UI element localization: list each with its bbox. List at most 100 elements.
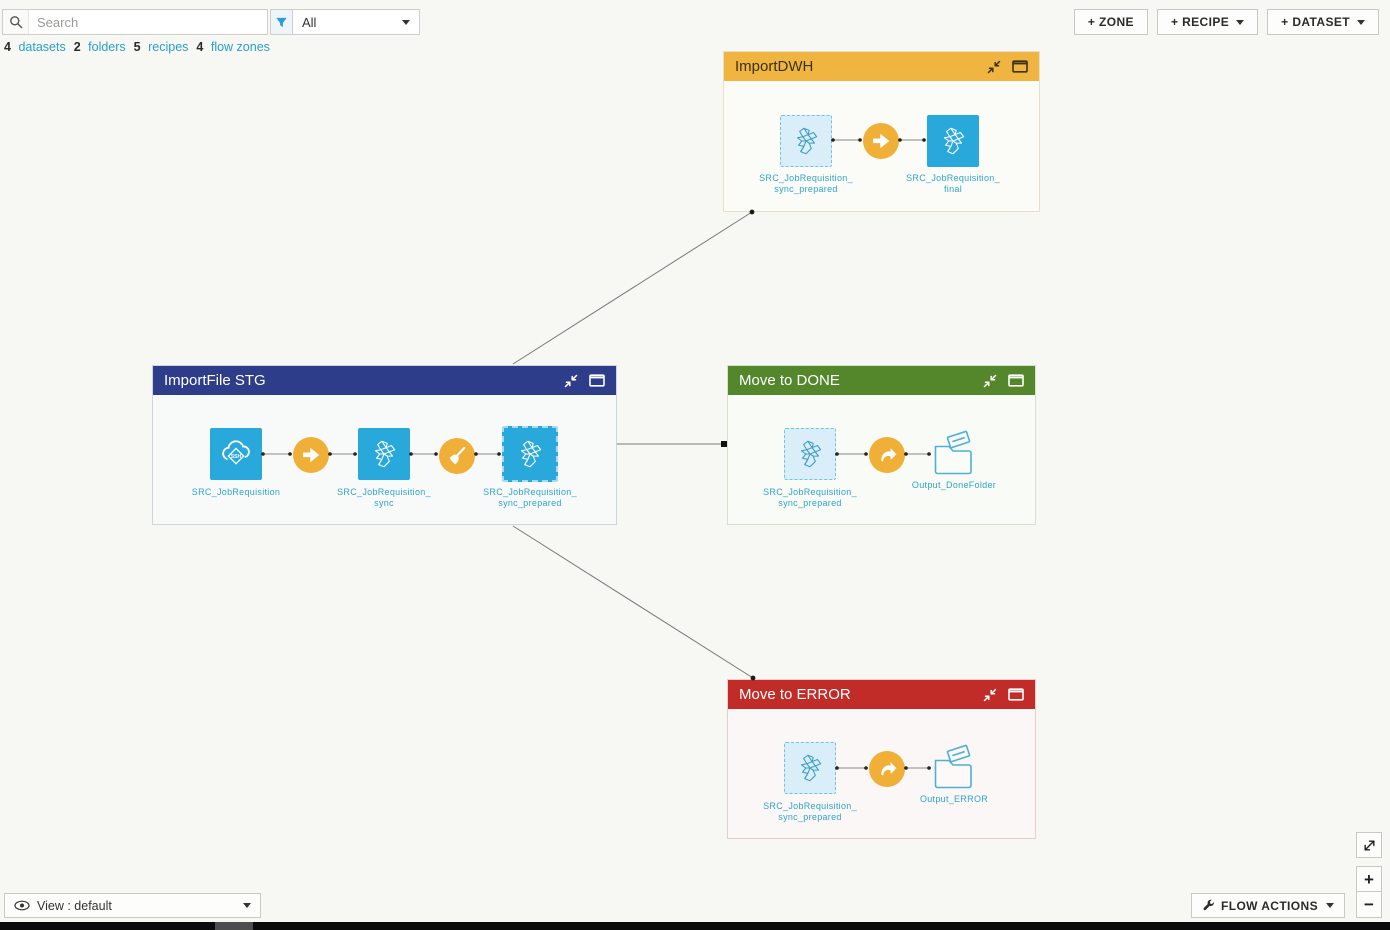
flow-zone-importfile-stg[interactable]: ImportFile STG SSH SRC_JobRequisiti	[152, 365, 617, 525]
zone-window-icon[interactable]	[1008, 688, 1024, 701]
search-input[interactable]	[29, 10, 267, 34]
flow-actions-label: FLOW ACTIONS	[1220, 898, 1318, 913]
flow-zone-move-to-error[interactable]: Move to ERROR SRC_JobRequisition_sync_pr…	[727, 679, 1036, 839]
dataiku-bird-icon	[800, 440, 822, 468]
filter-funnel-icon[interactable]	[270, 9, 292, 35]
add-recipe-label: + RECIPE	[1170, 15, 1230, 29]
flow-zone-move-to-done[interactable]: Move to DONE SRC_JobRequisition_sync_pre…	[727, 365, 1036, 525]
caret-down-icon	[243, 903, 251, 908]
zoom-out-button[interactable]: −	[1356, 892, 1382, 918]
dataset-node-shared[interactable]	[780, 115, 832, 167]
dataset-label: SRC_JobRequisition	[191, 487, 281, 497]
filter-value: All	[302, 14, 317, 30]
move-recipe-node[interactable]	[869, 751, 905, 787]
zone-header-import-dwh[interactable]: ImportDWH	[724, 52, 1039, 81]
dataiku-bird-icon	[374, 440, 396, 468]
zone-title: Move to DONE	[739, 372, 840, 389]
fit-to-screen-button[interactable]	[1356, 832, 1382, 858]
managed-folder-icon	[934, 744, 972, 789]
zone-window-icon[interactable]	[1012, 60, 1028, 73]
zone-title: ImportFile STG	[164, 372, 266, 389]
folder-node[interactable]	[932, 744, 974, 795]
zoom-in-label: +	[1364, 869, 1374, 889]
flow-search[interactable]	[2, 9, 268, 35]
folder-label: Output_DoneFolder	[911, 480, 997, 490]
flow-zones-count: 4	[196, 40, 204, 54]
dataiku-bird-icon	[800, 754, 822, 782]
bottom-edge-bar	[0, 922, 1390, 930]
view-selector[interactable]: View : default	[4, 893, 261, 918]
ssh-cloud-icon: SSH	[222, 440, 250, 465]
wrench-icon	[1203, 899, 1214, 911]
zone-title: Move to ERROR	[739, 686, 851, 703]
add-recipe-button[interactable]: + RECIPE	[1156, 9, 1259, 35]
datasets-link[interactable]: datasets	[18, 40, 66, 54]
sync-recipe-node[interactable]	[293, 437, 329, 473]
caret-down-icon	[1357, 19, 1365, 25]
dataset-node-shared[interactable]	[784, 428, 836, 480]
sync-recipe-node[interactable]	[863, 123, 899, 159]
add-dataset-button[interactable]: + DATASET	[1267, 9, 1379, 35]
dataset-label: SRC_JobRequisition_sync_prepared	[759, 173, 853, 194]
dataset-node[interactable]	[358, 428, 410, 480]
sync-arrow-icon	[873, 133, 890, 149]
zone-window-icon[interactable]	[1008, 374, 1024, 387]
view-selector-label: View : default	[37, 898, 112, 913]
dataset-label: SRC_JobRequisition_sync_prepared	[483, 487, 577, 508]
broom-icon	[449, 446, 466, 465]
dataset-label: SRC_JobRequisition_sync_prepared	[763, 487, 857, 508]
zone-collapse-icon[interactable]	[987, 60, 1001, 74]
zone-window-icon[interactable]	[589, 374, 605, 387]
caret-down-icon	[402, 19, 410, 25]
zoom-out-label: −	[1364, 895, 1374, 914]
bottom-edge-segment	[215, 922, 253, 930]
dataset-node-shared-exposed[interactable]	[502, 426, 558, 482]
zone-title: ImportDWH	[735, 58, 814, 75]
flow-filter[interactable]: All	[270, 9, 420, 35]
prepare-recipe-node[interactable]	[439, 438, 475, 474]
managed-folder-icon	[934, 430, 972, 475]
eye-icon	[14, 900, 30, 911]
flow-summary: 4 datasets 2 folders 5 recipes 4 flow zones	[4, 40, 278, 54]
folders-link[interactable]: folders	[88, 40, 126, 54]
zone-header-move-to-error[interactable]: Move to ERROR	[728, 680, 1035, 709]
flow-zone-import-dwh[interactable]: ImportDWH SRC_JobRequisition_sync_prepar…	[723, 51, 1040, 212]
caret-down-icon	[1326, 903, 1334, 908]
dataiku-bird-icon	[943, 127, 965, 155]
folder-label: Output_ERROR	[919, 794, 989, 804]
recipes-count: 5	[133, 40, 141, 54]
filter-dropdown[interactable]: All	[292, 9, 420, 35]
recipes-link[interactable]: recipes	[148, 40, 189, 54]
zone-collapse-icon[interactable]	[983, 688, 997, 702]
curved-arrow-icon	[881, 448, 897, 462]
caret-down-icon	[1236, 19, 1245, 25]
sync-arrow-icon	[303, 447, 320, 463]
dataiku-bird-icon	[520, 440, 542, 468]
expand-icon	[1363, 839, 1375, 851]
dataset-node[interactable]	[927, 115, 979, 167]
zone-collapse-icon[interactable]	[564, 374, 578, 388]
zone-header-importfile-stg[interactable]: ImportFile STG	[153, 366, 616, 395]
flow-zones-link[interactable]: flow zones	[210, 40, 270, 54]
datasets-count: 4	[4, 40, 11, 54]
flow-toolbar-buttons: + ZONE + RECIPE + DATASET	[1073, 9, 1379, 35]
dataset-label: SRC_JobRequisition_sync	[337, 487, 431, 508]
zoom-in-button[interactable]: +	[1356, 866, 1382, 892]
search-icon	[3, 10, 29, 34]
zone-collapse-icon[interactable]	[983, 374, 997, 388]
folders-count: 2	[73, 40, 81, 54]
add-zone-button[interactable]: + ZONE	[1073, 9, 1148, 35]
flow-actions-button[interactable]: FLOW ACTIONS	[1190, 893, 1345, 918]
dataiku-bird-icon	[796, 127, 818, 155]
svg-text:SSH: SSH	[231, 454, 242, 460]
add-zone-label: + ZONE	[1087, 15, 1134, 29]
move-recipe-node[interactable]	[869, 437, 905, 473]
dataset-node-shared[interactable]	[784, 742, 836, 794]
add-dataset-label: + DATASET	[1281, 15, 1350, 29]
zone-header-move-to-done[interactable]: Move to DONE	[728, 366, 1035, 395]
folder-node[interactable]	[932, 430, 974, 481]
ssh-dataset-node[interactable]: SSH	[210, 428, 262, 480]
curved-arrow-icon	[881, 762, 897, 776]
dataset-label: SRC_JobRequisition_final	[906, 173, 1000, 194]
dataset-label: SRC_JobRequisition_sync_prepared	[763, 801, 857, 822]
